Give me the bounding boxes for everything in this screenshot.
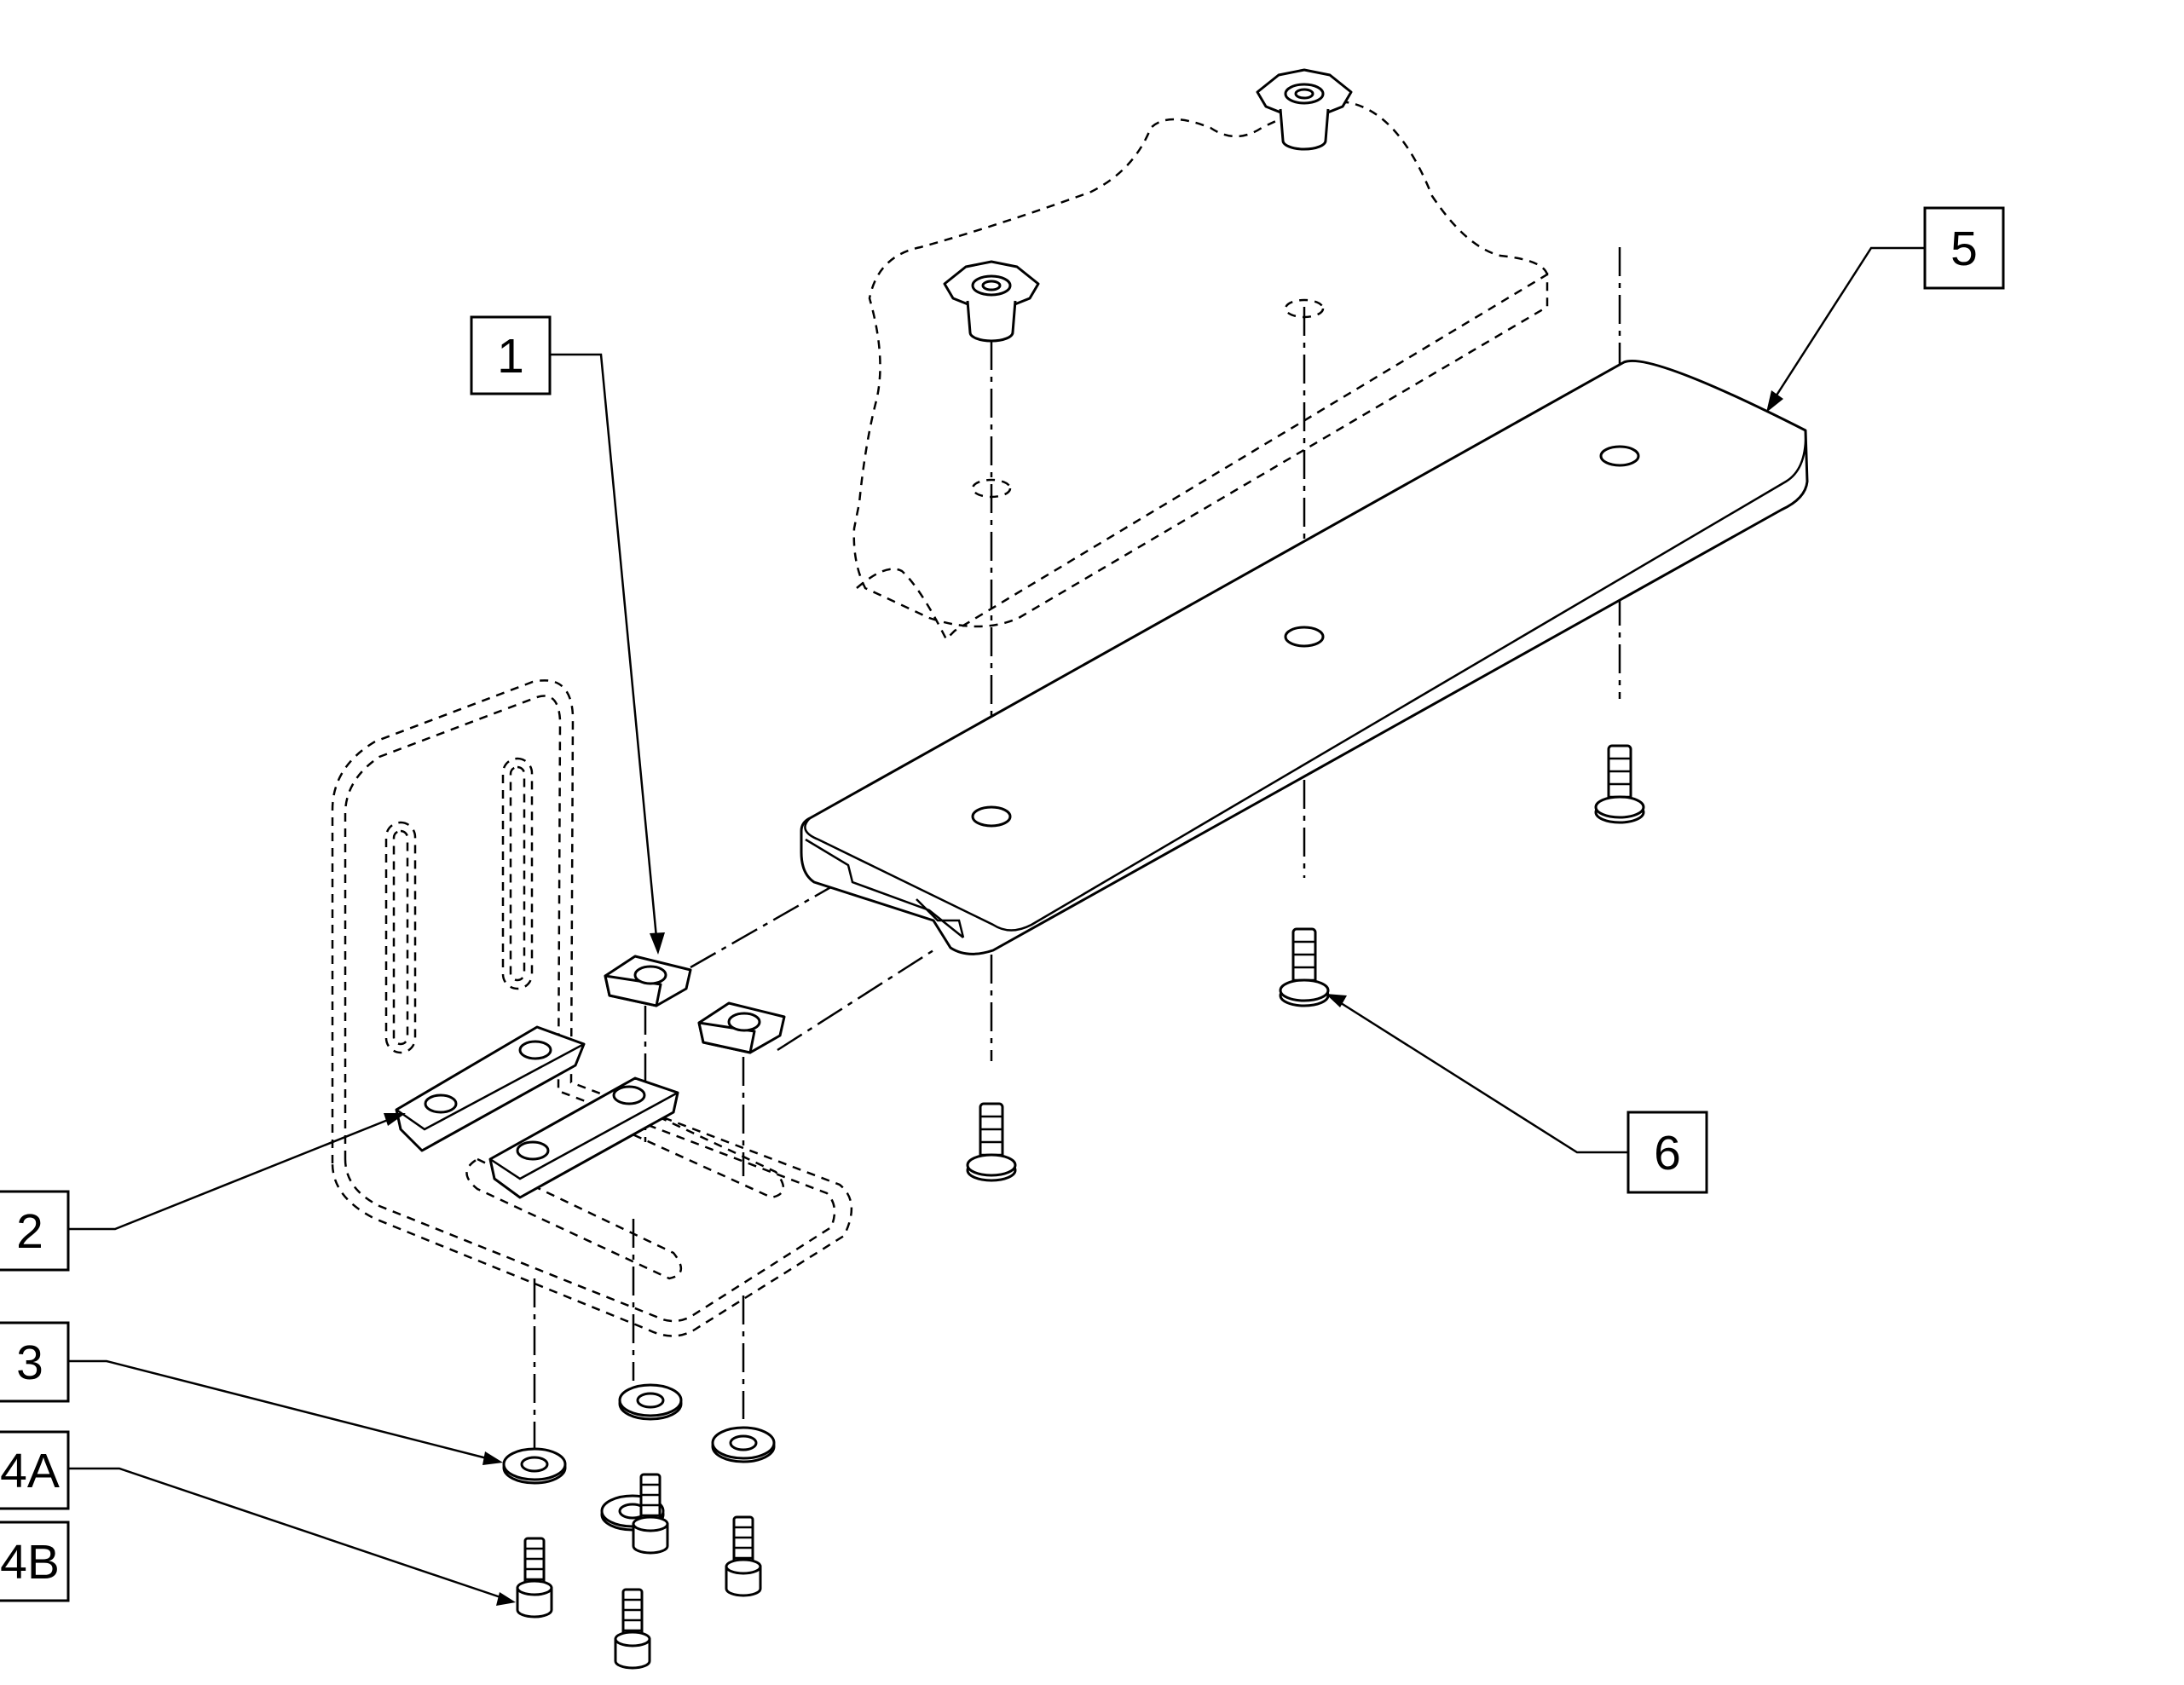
callout-6: 6 [1626,1111,1708,1194]
washer-2 [618,1383,683,1421]
svg-text:4B: 4B [0,1535,60,1590]
svg-text:5: 5 [1950,222,1978,276]
button-head-screw-1 [966,1102,1017,1182]
cap-screw-4 [614,1588,651,1670]
callout-5: 5 [1923,206,2005,290]
t-slot-nut-1 [604,955,692,1007]
cap-screw-1 [516,1537,553,1619]
washer-3 [711,1426,776,1463]
callout-4b: 4B [0,1521,70,1602]
cap-screw-3 [725,1515,762,1597]
rail [800,359,1809,955]
mounting-bracket-outline [331,679,853,1337]
svg-text:1: 1 [497,329,524,384]
callout-2: 2 [0,1190,70,1272]
callout-1: 1 [470,315,552,395]
svg-text:3: 3 [16,1336,43,1390]
leader-lines [68,246,1925,1606]
slotted-nut-plate-1 [395,1025,586,1152]
svg-text:4A: 4A [0,1444,60,1498]
svg-text:2: 2 [16,1204,43,1259]
callout-4a: 4A [0,1430,70,1510]
washer-1 [502,1447,567,1485]
svg-text:6: 6 [1654,1126,1681,1180]
callout-3: 3 [0,1321,70,1403]
button-head-screw-2 [1279,927,1330,1007]
slotted-nut-plate-2 [488,1076,679,1199]
button-head-screw-3 [1594,744,1645,824]
t-slot-nut-2 [697,1001,786,1054]
t-nut-insert-2 [1256,68,1353,151]
t-nut-insert-1 [943,260,1040,343]
